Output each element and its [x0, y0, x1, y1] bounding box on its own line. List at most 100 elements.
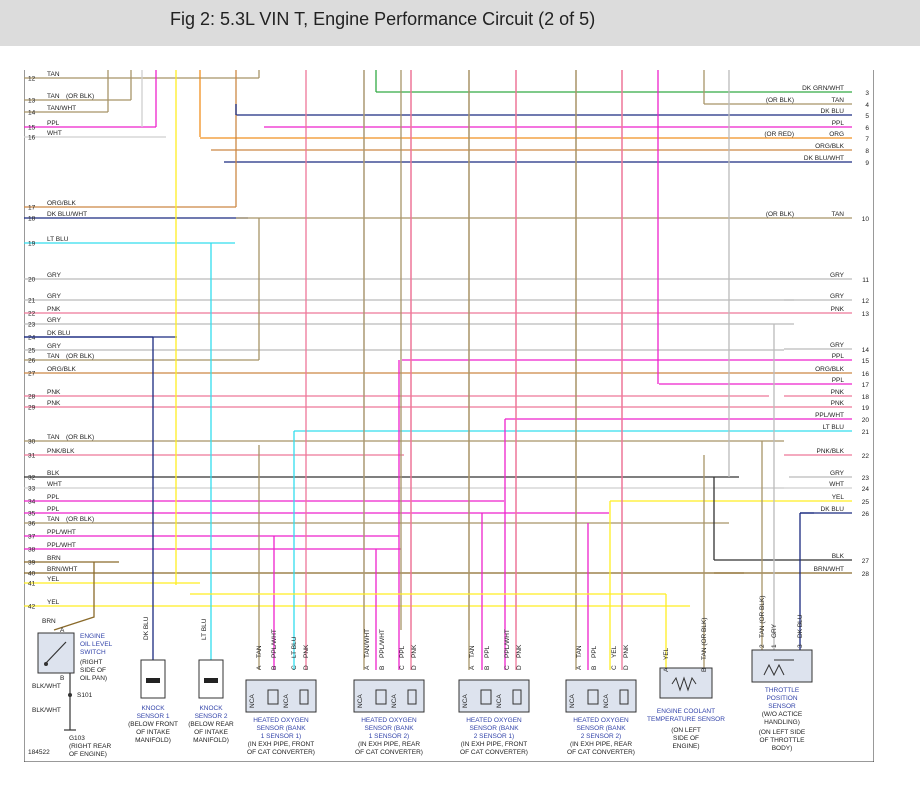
heated-oxygen-sensor-4-heater [619, 689, 629, 705]
heated-oxygen-sensor-1-nca: NCA [249, 694, 256, 708]
left-pin-number: 41 [28, 581, 36, 588]
left-pin-number: 39 [28, 560, 36, 567]
heated-oxygen-sensor-3-pin-label: A [469, 665, 476, 670]
left-pin-number: 13 [28, 98, 36, 105]
left-pin-number: 34 [28, 499, 36, 506]
figure-title: Fig 2: 5.3L VIN T, Engine Performance Ci… [170, 9, 596, 29]
right-pin-number: 13 [862, 311, 870, 318]
splice-dot [68, 693, 72, 697]
left-pin-number: 32 [28, 475, 36, 482]
tps-body [751, 649, 813, 683]
right-pin-number: 19 [862, 405, 870, 412]
oil-switch-location: SIDE OF [80, 667, 106, 674]
heated-oxygen-sensor-3-wire-label: PPL/WHT [504, 629, 511, 658]
heated-oxygen-sensor-3-body [458, 679, 530, 713]
knock-sensor-1-name: KNOCK [141, 705, 165, 712]
heated-oxygen-sensor-2-nca: NCA [391, 694, 398, 708]
oil-switch-name: OIL LEVEL [80, 641, 113, 648]
left-wire-label: TAN/WHT [47, 105, 76, 112]
right-wire-label: ORG/BLK [815, 143, 845, 150]
right-pin-number: 20 [862, 417, 870, 424]
right-wire-label: PNK/BLK [817, 448, 845, 455]
left-pin-number: 29 [28, 405, 36, 412]
right-wire-label: DK BLU [821, 108, 845, 115]
oil-switch-terminal [44, 662, 48, 666]
tps-location: (ON LEFT SIDE [759, 729, 806, 736]
left-wire-label: PPL [47, 120, 60, 127]
right-pin-number: 23 [862, 475, 870, 482]
heated-oxygen-sensor-3-name: SENSOR (BANK [469, 725, 519, 732]
heated-oxygen-sensor-2-name: SENSOR (BANK [364, 725, 414, 732]
right-wire-label: DK BLU/WHT [804, 155, 844, 162]
right-pin-number: 3 [865, 90, 869, 97]
left-wire-label: DK BLU [47, 330, 71, 337]
right-pin-number: 25 [862, 499, 870, 506]
right-wire-label: BLK [832, 553, 845, 560]
heated-oxygen-sensor-4-location: OF CAT CONVERTER) [567, 749, 635, 756]
right-pin-number: 28 [862, 571, 870, 578]
tps-name: POSITION [766, 695, 797, 702]
heated-oxygen-sensor-4-wire-label: TAN [576, 645, 583, 658]
left-wire-label: YEL [47, 576, 60, 583]
heated-oxygen-sensor-1-element [267, 689, 279, 705]
right-wire-label: GRY [830, 293, 845, 300]
right-pin-number: 7 [865, 136, 869, 143]
right-pin-number: 14 [862, 347, 870, 354]
heated-oxygen-sensor-2-pin-label: B [379, 666, 386, 670]
right-pin-number: 8 [865, 148, 869, 155]
right-pin-number: 4 [865, 102, 869, 109]
heated-oxygen-sensor-3-wire-label: PPL [484, 645, 491, 658]
knock-sensor-1-location: OF INTAKE [136, 729, 170, 736]
left-pin-number: 24 [28, 335, 36, 342]
left-pin-number: 16 [28, 135, 36, 142]
right-wire-label: LT BLU [823, 424, 845, 431]
heated-oxygen-sensor-2-location: OF CAT CONVERTER) [355, 749, 423, 756]
left-pin-number: 33 [28, 486, 36, 493]
right-wire-note: (OR RED) [764, 131, 794, 138]
ect-location: SIDE OF [673, 735, 699, 742]
heated-oxygen-sensor-3-wire-label: TAN [469, 645, 476, 658]
left-wire-label: BRN [47, 555, 61, 562]
left-pin-number: 42 [28, 604, 36, 611]
heated-oxygen-sensor-2-pin-label: D [411, 665, 418, 670]
oil-switch-pin-b: B [60, 675, 64, 682]
left-pin-number: 17 [28, 205, 36, 212]
left-wire-label: BRN/WHT [47, 566, 77, 573]
heated-oxygen-sensor-2-wire-label: TAN/WHT [364, 629, 371, 658]
heated-oxygen-sensor-4-name: HEATED OXYGEN [573, 717, 629, 724]
ect-thermistor [671, 676, 697, 692]
right-wire-label: PPL/WHT [815, 412, 844, 419]
heated-oxygen-sensor-4-name: 2 SENSOR 2) [581, 733, 621, 740]
left-wire-label: GRY [47, 343, 62, 350]
right-wire-label: PPL [832, 353, 845, 360]
right-wire-label: PNK [831, 400, 845, 407]
heated-oxygen-sensor-3-location: OF CAT CONVERTER) [460, 749, 528, 756]
left-pin-number: 31 [28, 453, 36, 460]
knock-sensor-1-element [146, 678, 160, 683]
tps-resistor [763, 663, 785, 677]
heated-oxygen-sensor-2-element [375, 689, 387, 705]
left-pin-number: 25 [28, 348, 36, 355]
right-pin-number: 6 [865, 125, 869, 132]
right-wire-label: GRY [830, 470, 845, 477]
heated-oxygen-sensor-1-name: SENSOR (BANK [256, 725, 306, 732]
right-wire-label: GRY [830, 342, 845, 349]
knock-sensor-2-wire-label: LT BLU [201, 618, 208, 640]
right-wire-label: PPL [832, 377, 845, 384]
heated-oxygen-sensor-4-name: SENSOR (BANK [576, 725, 626, 732]
title-bar: Fig 2: 5.3L VIN T, Engine Performance Ci… [0, 0, 920, 46]
left-wire-label: TAN [47, 353, 60, 360]
left-wire-label: WHT [47, 481, 62, 488]
heated-oxygen-sensor-3-pin-label: C [504, 665, 511, 670]
heated-oxygen-sensor-1-name: HEATED OXYGEN [253, 717, 309, 724]
right-pin-number: 16 [862, 371, 870, 378]
left-pin-number: 36 [28, 521, 36, 528]
oil-switch-bottom-wire: BLK/WHT [32, 683, 61, 690]
left-wire-label: TAN [47, 71, 60, 78]
heated-oxygen-sensor-1-location: (IN EXH PIPE, FRONT [248, 741, 314, 748]
left-wire-label: TAN [47, 93, 60, 100]
knock-sensor-1-location: (BELOW FRONT [128, 721, 178, 728]
heated-oxygen-sensor-2-pin-label: C [399, 665, 406, 670]
left-wire-note: (OR BLK) [66, 434, 94, 441]
